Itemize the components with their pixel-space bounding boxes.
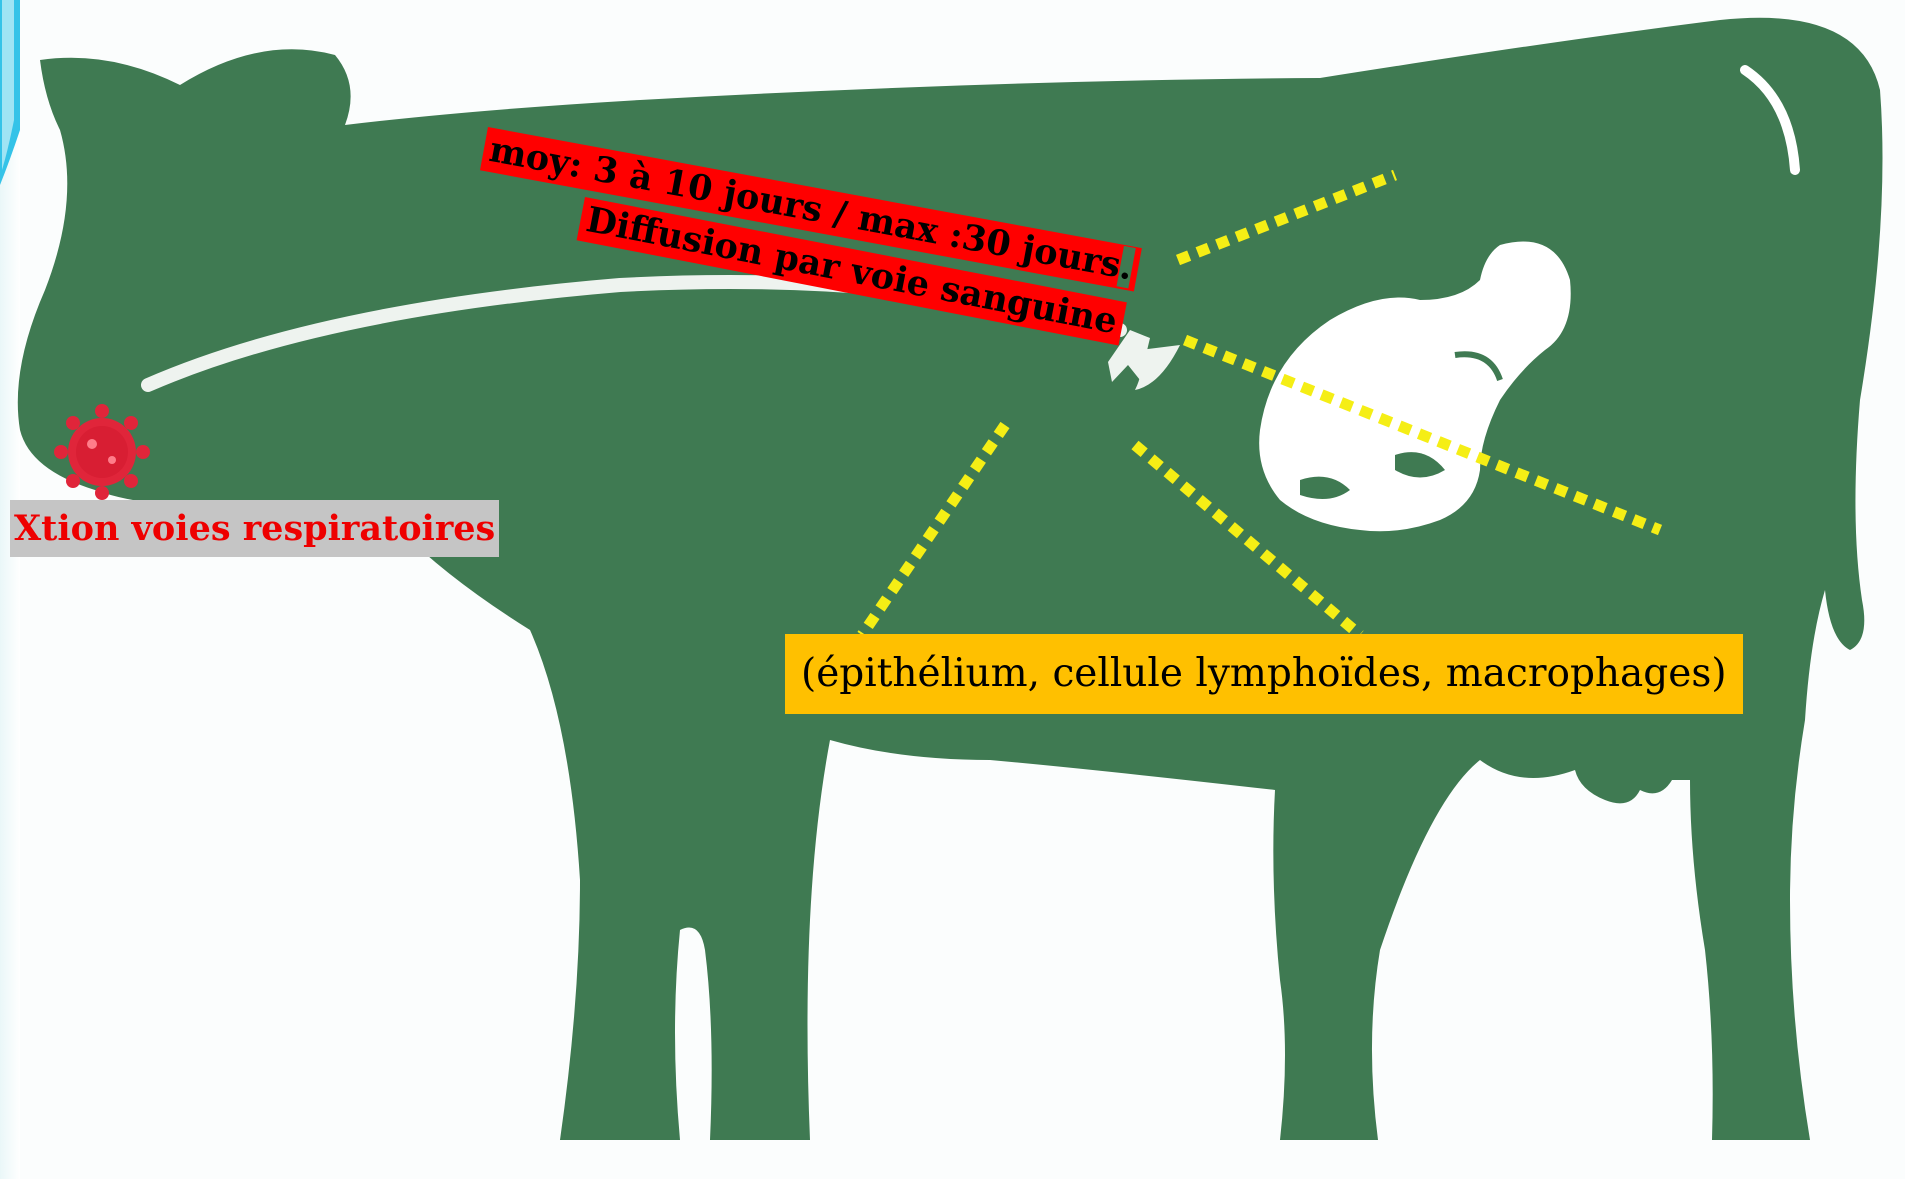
infection-label: Xtion voies respiratoires — [10, 500, 499, 557]
cells-label: (épithélium, cellule lymphoïdes, macroph… — [785, 634, 1743, 714]
cells-text: (épithélium, cellule lymphoïdes, macroph… — [801, 651, 1727, 696]
virus-icon — [54, 404, 150, 500]
cow-silhouette — [18, 18, 1883, 1140]
infection-text: Xtion voies respiratoires — [14, 508, 495, 549]
